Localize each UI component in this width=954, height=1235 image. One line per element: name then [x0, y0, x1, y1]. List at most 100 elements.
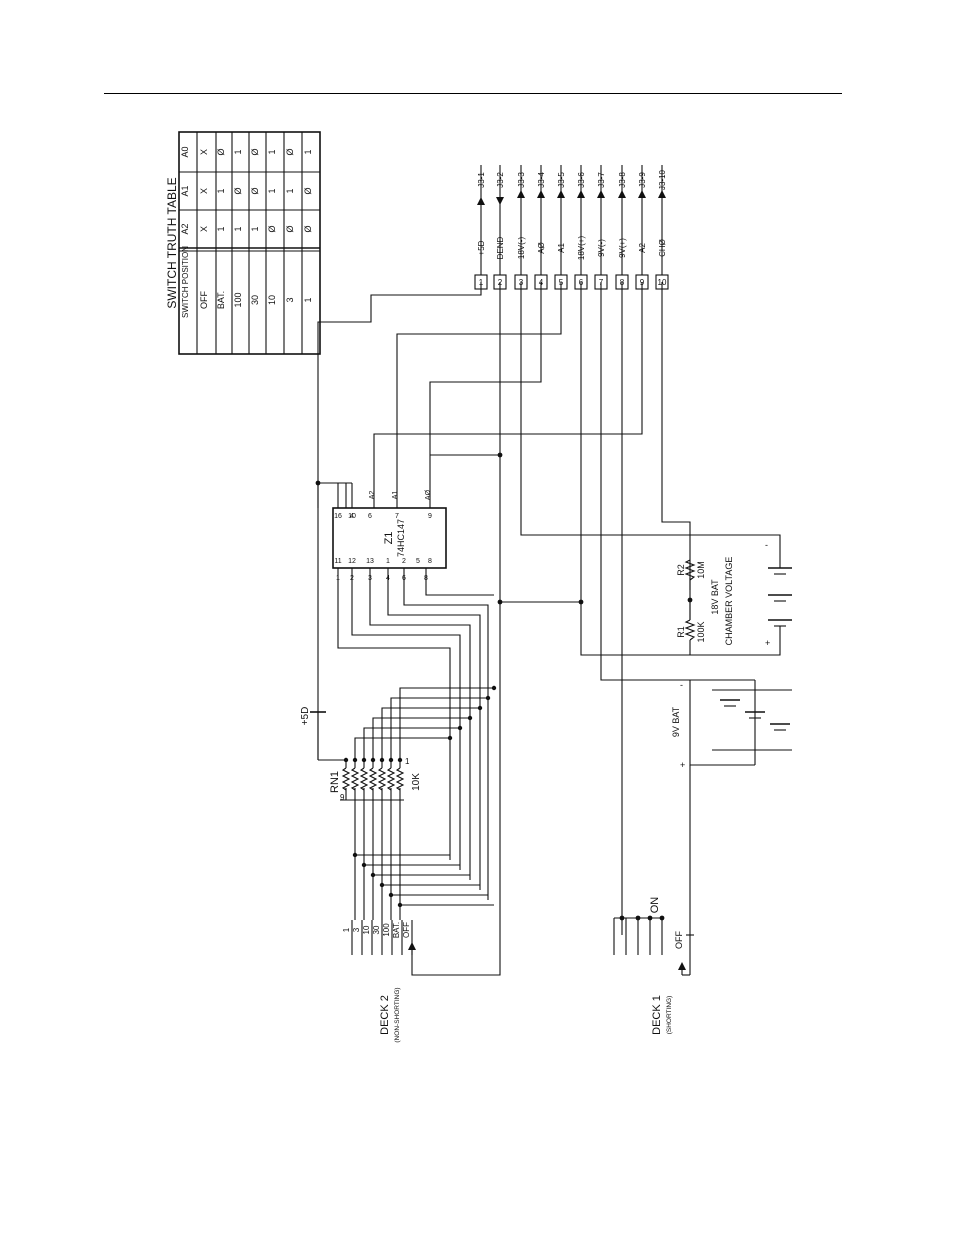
ic-top-pin-number: 16: [334, 513, 342, 520]
bat9-plus: +: [680, 760, 685, 770]
tt-cell-a0: 1: [303, 149, 313, 154]
ic-top-pin-number: 4: [350, 513, 354, 520]
deck1-subtitle: (SHORTING): [666, 996, 673, 1035]
ic-bottom-pin-number: 2: [402, 558, 406, 565]
deck2-position-label: OFF: [402, 922, 411, 938]
tt-cell-a1: 1: [267, 188, 277, 193]
switch-truth-table: SWITCH TRUTH TABLE SWITCH POSITIONA2A1A0…: [165, 131, 321, 355]
tt-cell-a1: 1: [216, 188, 226, 193]
tt-header-a0: A0: [180, 146, 190, 157]
connector-j3-label: J3-10: [658, 169, 667, 190]
tt-cell-position: 30: [250, 295, 260, 305]
connector-j3-label: J3-3: [517, 172, 526, 188]
ic-bottom-pin-number: 5: [416, 558, 420, 565]
supply-label: +5D: [300, 707, 311, 726]
rn1-pin-right: 1: [405, 757, 410, 766]
ic-top-label-a2: A2: [369, 491, 376, 500]
tt-cell-a0: Ø: [250, 148, 260, 155]
deck2-subtitle: (NON-SHORTING): [394, 987, 401, 1042]
connector-j3-label: J3-5: [557, 172, 566, 188]
ic-bottom-pin-number: 8: [428, 558, 432, 565]
ic-top-label-a1: A1: [392, 491, 399, 500]
deck1-title: DECK 1: [651, 995, 663, 1035]
header-rule: [104, 93, 842, 94]
ic-pin-10: 10: [348, 513, 356, 520]
tt-cell-a0: 1: [267, 149, 277, 154]
ic-bottom-pin-number: 12: [348, 558, 356, 565]
ic-ref: Z1: [383, 532, 395, 545]
resistor-r2: R2 10M: [676, 559, 706, 620]
tt-cell-a0: Ø: [285, 148, 295, 155]
wiring: [315, 282, 781, 976]
deck2-position-label: 30: [372, 925, 381, 934]
rn1-value: 10K: [411, 773, 422, 791]
r1-value: 100K: [696, 621, 706, 642]
deck2-position-label: 1: [342, 927, 351, 932]
bat18-label: 18V BAT: [710, 579, 720, 615]
ic-top-label-a0: AØ: [425, 489, 432, 500]
tt-cell-a0: 1: [233, 149, 243, 154]
deck2-title: DECK 2: [379, 995, 391, 1035]
tt-cell-position: 10: [267, 295, 277, 305]
deck-1-switch: ON OFF DECK 1 (SHORTING): [613, 765, 694, 1035]
r1-ref: R1: [676, 626, 686, 638]
tt-cell-position: BAT.: [216, 291, 226, 309]
rn1-pin-left: 9: [340, 793, 345, 802]
bat9-minus: -: [680, 680, 683, 690]
tt-cell-a2: 1: [216, 226, 226, 231]
tt-cell-a2: 1: [233, 226, 243, 231]
tt-cell-a1: Ø: [303, 187, 313, 194]
ic-top-pin-number: 9: [428, 513, 432, 520]
tt-cell-a1: Ø: [233, 187, 243, 194]
tt-cell-position: 3: [285, 297, 295, 302]
connector-j3-label: J3-8: [618, 172, 627, 188]
tt-cell-position: 100: [233, 292, 243, 307]
tt-cell-a1: X: [199, 188, 209, 194]
tt-cell-a0: Ø: [216, 148, 226, 155]
connector-j3-label: J3-2: [496, 172, 505, 188]
deck2-position-label: 10: [362, 925, 371, 934]
tt-cell-a2: 1: [250, 226, 260, 231]
deck2-position-label: 100: [382, 923, 391, 937]
tt-cell-a2: Ø: [267, 225, 277, 232]
truth-table-title: SWITCH TRUTH TABLE: [165, 177, 179, 308]
tt-cell-a1: Ø: [250, 187, 260, 194]
battery-9v: 9V BAT - +: [671, 680, 792, 770]
connector-j3: 1+5DJ3-12DENDJ3-2318V(-)J3-34AØJ3-45A1J3…: [474, 165, 669, 290]
tt-cell-a2: Ø: [303, 225, 313, 232]
battery-18v: 18V BAT CHAMBER VOLTAGE + -: [710, 540, 792, 648]
rn1-ref: RN1: [329, 771, 341, 793]
tt-cell-a0: X: [199, 149, 209, 155]
bat18-minus: -: [765, 540, 768, 550]
ic-top-pin-number: 7: [395, 513, 399, 520]
ic-top-pin-number: 6: [368, 513, 372, 520]
ic-bottom-pin-number: 13: [366, 558, 374, 565]
deck1-on: ON: [649, 897, 661, 914]
r2-ref: R2: [676, 564, 686, 576]
bat9-label: 9V BAT: [671, 706, 681, 737]
connector-j3-label: J3-6: [577, 172, 586, 188]
tt-cell-a2: X: [199, 226, 209, 232]
tt-cell-position: 1: [303, 297, 313, 302]
r2-value: 10M: [696, 561, 706, 579]
supply-5d: +5D: [300, 707, 346, 761]
deck1-off: OFF: [674, 931, 684, 949]
connector-pin: 89V(+)J3-8: [615, 165, 629, 290]
resistor-r1: R1 100K: [676, 619, 706, 643]
ic-bottom-pin-number: 11: [334, 558, 341, 565]
connector-j3-label: J3-1: [477, 172, 486, 188]
tt-header-a1: A1: [180, 185, 190, 196]
tt-cell-a1: 1: [285, 188, 295, 193]
tt-header-a2: A2: [180, 223, 190, 234]
